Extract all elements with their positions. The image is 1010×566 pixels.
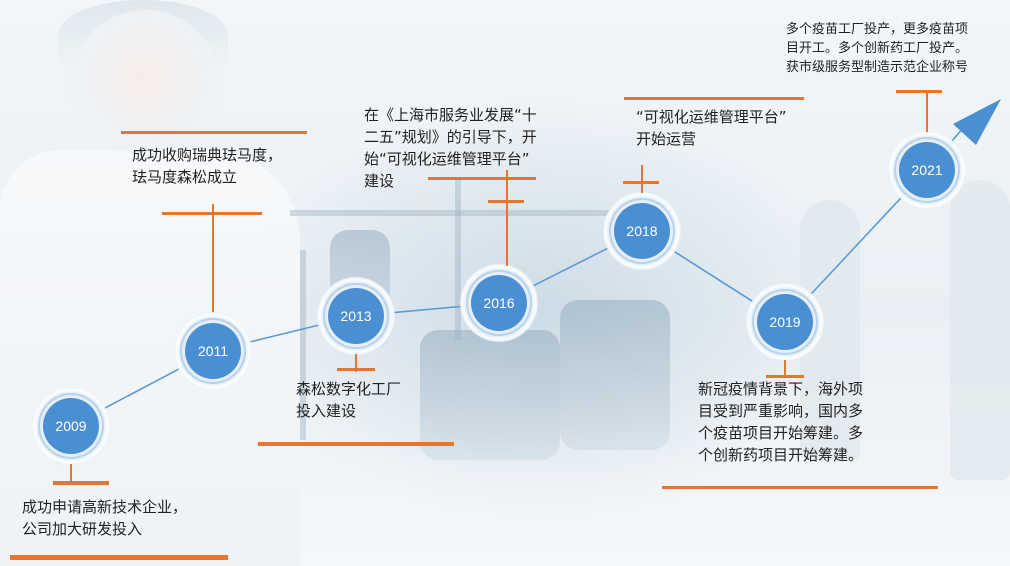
factory-tank xyxy=(560,300,670,450)
connector-tick xyxy=(337,368,375,371)
connector-line xyxy=(926,90,928,132)
connector-line xyxy=(784,360,786,378)
milestone-year: 2011 xyxy=(185,323,241,379)
milestone-text-2019: 新冠疫情背景下，海外项 目受到严重影响，国内多 个疫苗项目开始筹建。多 个创新药… xyxy=(698,380,864,464)
connector-tick xyxy=(428,177,536,180)
milestone-text-2009: 成功申请高新技术企业， 公司加大研发投入 xyxy=(22,498,188,538)
milestone-node-2011: 2011 xyxy=(174,312,252,390)
label-underline xyxy=(10,555,228,560)
label-underline xyxy=(258,442,454,446)
milestone-text-2018: “可视化运维管理平台” 开始运营 xyxy=(636,108,787,148)
connector-tick xyxy=(766,375,804,378)
connector-tick xyxy=(896,90,942,93)
milestone-node-2019: 2019 xyxy=(746,283,824,361)
milestone-node-2016: 2016 xyxy=(460,264,538,342)
milestone-year: 2013 xyxy=(328,288,384,344)
milestone-node-2013: 2013 xyxy=(317,277,395,355)
worker-figure xyxy=(950,180,1010,480)
connector-line xyxy=(506,170,508,266)
label-underline xyxy=(662,486,938,489)
milestone-year: 2021 xyxy=(899,142,955,198)
connector-line xyxy=(70,464,72,482)
milestone-node-2009: 2009 xyxy=(32,387,110,465)
factory-tank xyxy=(420,330,560,460)
scientist-head xyxy=(70,10,220,160)
label-overline xyxy=(121,131,307,134)
milestone-text-2021: 多个疫苗工厂投产，更多疫苗项 目开工。多个创新药工厂投产。 获市级服务型制造示范… xyxy=(786,22,969,75)
milestone-text-2011: 成功收购瑞典珐马度， 珐马度森松成立 xyxy=(132,146,283,186)
milestone-text-2013: 森松数字化工厂 投入建设 xyxy=(296,380,402,420)
label-overline xyxy=(624,97,804,100)
connector-tick xyxy=(53,481,109,485)
connector-tick xyxy=(488,200,524,203)
factory-pipe xyxy=(455,180,461,340)
connector-line xyxy=(212,204,214,312)
milestone-year: 2019 xyxy=(757,294,813,350)
factory-pipe xyxy=(300,250,306,440)
milestone-year: 2018 xyxy=(614,203,670,259)
connector-line xyxy=(641,165,643,193)
milestone-node-2021: 2021 xyxy=(888,131,966,209)
connector-line xyxy=(355,354,357,372)
factory-pipe xyxy=(290,210,650,216)
arrow-head-icon xyxy=(953,99,1001,145)
connector-tick xyxy=(623,181,659,184)
milestone-text-2016: 在《上海市服务业发展“十 二五”规划》的引导下，开 始“可视化运维管理平台” 建… xyxy=(364,106,537,190)
milestone-year: 2009 xyxy=(43,398,99,454)
milestone-year: 2016 xyxy=(471,275,527,331)
milestone-node-2018: 2018 xyxy=(603,192,681,270)
